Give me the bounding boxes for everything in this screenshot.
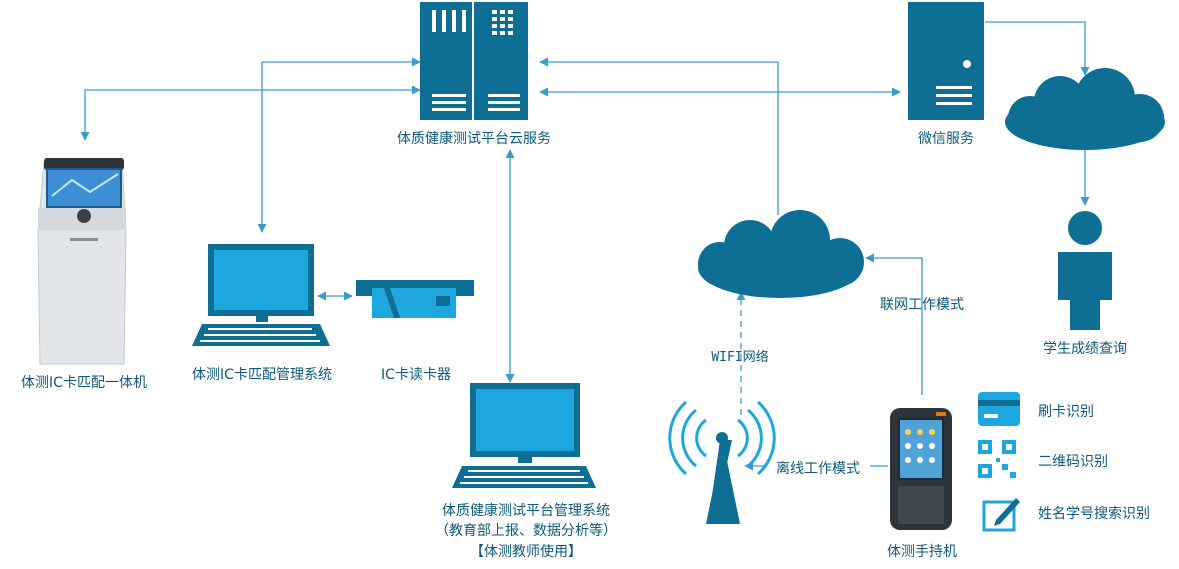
kiosk-label: 体测IC卡匹配一体机	[21, 375, 147, 391]
platform-mgmt-label-line1: 体质健康测试平台管理系统	[442, 503, 610, 519]
edge-icsystem-cloud	[257, 57, 421, 233]
handheld-label: 体测手持机	[887, 544, 957, 560]
card-reader-icon[interactable]	[356, 280, 474, 318]
platform-mgmt-label-line2: （教育部上报、数据分析等）	[435, 523, 617, 539]
wifi-tower-icon	[668, 400, 776, 524]
platform-mgmt-label-line3: 【体测教师使用】	[470, 544, 582, 560]
edge-kiosk-cloud	[80, 85, 421, 141]
cloud-service-label: 体质健康测试平台云服务	[397, 131, 551, 147]
feature-qr-label: 二维码识别	[1038, 454, 1108, 470]
student-query-label: 学生成绩查询	[1043, 341, 1127, 357]
qr-code-icon	[978, 440, 1016, 478]
edge-wechat-cloud	[539, 57, 779, 215]
kiosk-icon[interactable]	[37, 158, 127, 365]
handheld-device-icon[interactable]	[890, 408, 952, 530]
computer-icon[interactable]	[452, 383, 596, 488]
card-reader-label: IC卡读卡器	[381, 367, 451, 383]
cloud-icon	[698, 210, 864, 298]
feature-search-label: 姓名学号搜索识别	[1038, 506, 1150, 522]
edge-handheld-cloud	[865, 253, 923, 395]
server-rack-icon[interactable]	[420, 2, 528, 120]
ic-system-label: 体测IC卡匹配管理系统	[192, 367, 332, 383]
computer-icon[interactable]	[192, 244, 330, 346]
online-mode-label: 联网工作模式	[880, 297, 964, 313]
card-swipe-icon	[978, 392, 1020, 426]
feature-card-label: 刷卡识别	[1038, 404, 1094, 420]
offline-mode-label: 离线工作模式	[776, 461, 860, 477]
wechat-service-label: 微信服务	[918, 131, 974, 147]
server-icon[interactable]	[908, 2, 984, 120]
edge-wechat-cloud2	[985, 21, 1090, 76]
person-icon	[1058, 211, 1112, 330]
connector-lines	[80, 21, 1090, 471]
cloud-icon	[1005, 68, 1165, 150]
wifi-label: WIFI网络	[711, 350, 769, 365]
edit-search-icon	[982, 498, 1020, 532]
